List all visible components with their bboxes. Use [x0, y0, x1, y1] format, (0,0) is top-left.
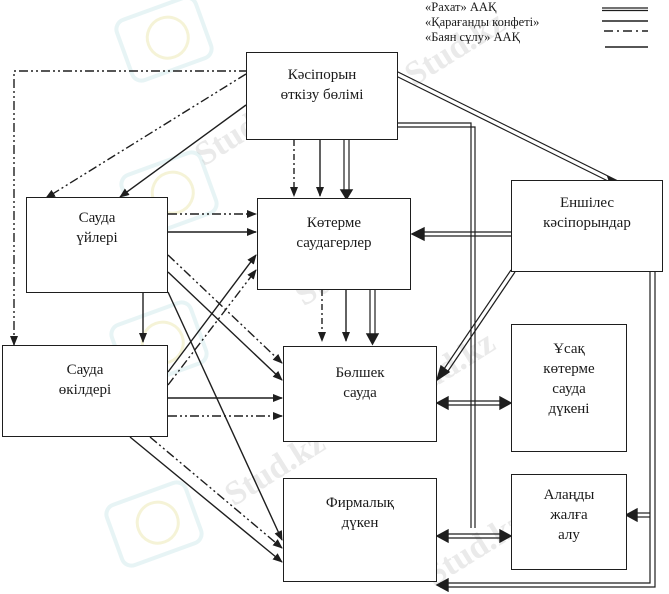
edge-subsidiaries-to-brandstore-head	[435, 577, 449, 592]
edge-reps-to-brandstore-dashdot	[149, 436, 283, 549]
node-label-line: Ұсақ	[553, 341, 585, 357]
node-trade-houses: Сауда үйлері	[26, 197, 168, 293]
edge-sales-to-houses-dashdot	[45, 73, 247, 199]
node-subsidiaries: Еншілес кәсіпорындар	[511, 180, 663, 272]
node-label-line: Көтерме	[306, 215, 362, 231]
node-rent-space: Алаңды жалға алу	[511, 474, 627, 570]
edge-wholesalers-to-retail-double-head	[365, 333, 380, 346]
node-label-line: көтерме	[543, 361, 595, 377]
node-retail: Бөлшек сауда	[283, 346, 437, 442]
edge-sales-to-reps-dashdot	[10, 70, 248, 346]
node-small-wholesale-store: Ұсақ көтерме сауда дүкені	[511, 324, 627, 452]
edge-retail-smallwholesale-head-right	[499, 395, 513, 411]
edge-reps-to-wholesalers-solid	[167, 254, 257, 373]
edge-to-rentspace-head	[624, 507, 638, 523]
node-label-line: сауда	[343, 385, 377, 401]
node-label-line: үйлері	[76, 230, 118, 246]
edge-reps-to-brandstore-solid	[129, 436, 283, 563]
legend: «Рахат» ААҚ «Қарағанды конфеті» «Баян сұ…	[425, 0, 539, 45]
node-label-line: Бөлшек	[335, 365, 385, 381]
node-trade-representatives: Сауда өкілдері	[2, 345, 168, 437]
node-label-line: өкілдері	[58, 382, 112, 398]
node-label-line: дүкені	[548, 401, 590, 417]
node-sales-department: Кәсіпорын өткізу бөлімі	[246, 52, 398, 140]
node-label-line: жалға	[550, 507, 588, 523]
edge-houses-to-retail-dashdot	[167, 254, 283, 364]
edge-subsidiaries-to-retail-head	[435, 364, 451, 382]
edge-retail-smallwholesale-head-left	[435, 395, 449, 411]
node-label-line: сауда	[552, 381, 586, 397]
edge-reps-to-wholesalers-dashdot	[167, 269, 257, 386]
node-label-line: саудагерлер	[296, 235, 372, 251]
node-label-line: Сауда	[66, 362, 104, 378]
edge-houses-to-retail-solid	[167, 271, 283, 381]
edge-sales-to-houses-solid	[119, 104, 247, 198]
legend-item-rakhat: «Рахат» ААҚ	[425, 0, 497, 14]
node-label-line: Сауда	[78, 210, 116, 226]
node-brand-store: Фирмалық дүкен	[283, 478, 437, 582]
node-wholesalers: Көтерме саудагерлер	[257, 198, 411, 290]
node-label-line: Еншілес	[559, 195, 615, 211]
node-label-line: дүкен	[341, 515, 379, 531]
node-label-line: Кәсіпорын	[287, 67, 357, 83]
legend-lines	[602, 7, 648, 48]
node-label-line: алу	[558, 527, 580, 543]
node-label-line: Фирмалық	[325, 495, 395, 511]
edge-brandstore-rentspace-head-right	[499, 528, 513, 544]
legend-item-bayan-sulu: «Баян сұлу» ААҚ	[425, 30, 520, 44]
legend-item-karaganda: «Қарағанды конфеті»	[425, 15, 540, 29]
node-label-line: Алаңды	[543, 487, 595, 503]
node-label-line: кәсіпорындар	[543, 215, 631, 231]
edge-sales-to-wholesalers-double-head	[339, 189, 354, 201]
node-label-line: өткізу бөлімі	[280, 87, 364, 103]
edge-subsidiaries-to-wholesalers-head	[410, 226, 425, 242]
edge-brandstore-rentspace-head-left	[435, 528, 449, 544]
